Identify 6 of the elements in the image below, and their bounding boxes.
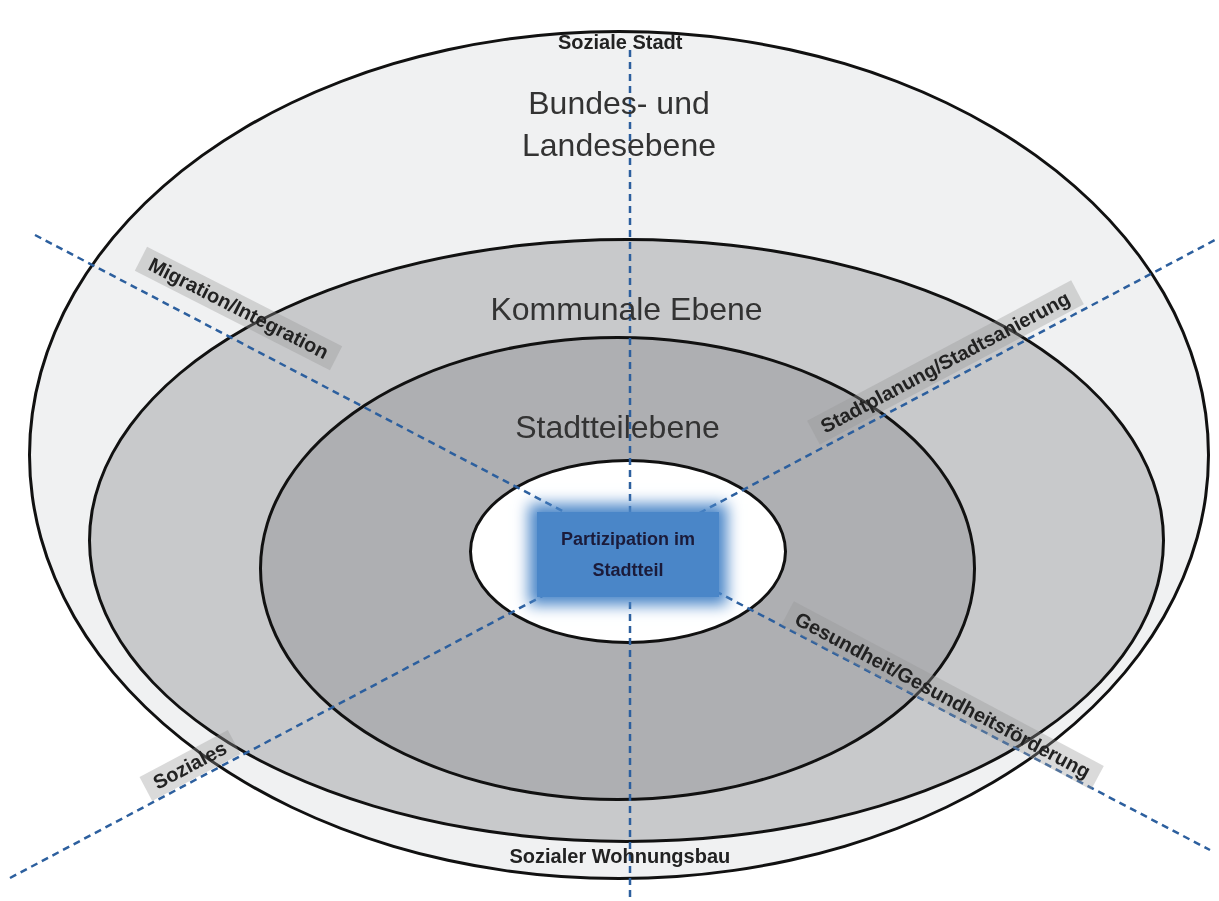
highlight-label: Partizipation im Stadtteil xyxy=(537,512,719,598)
level-label: Bundes- und Landesebene xyxy=(521,84,717,165)
level-label: Kommunale Ebene xyxy=(489,290,764,329)
axis-label: Soziale Stadt xyxy=(558,30,683,54)
level-label: Stadtteilebene xyxy=(514,408,721,447)
axis-label: Sozialer Wohnungsbau xyxy=(509,844,731,868)
